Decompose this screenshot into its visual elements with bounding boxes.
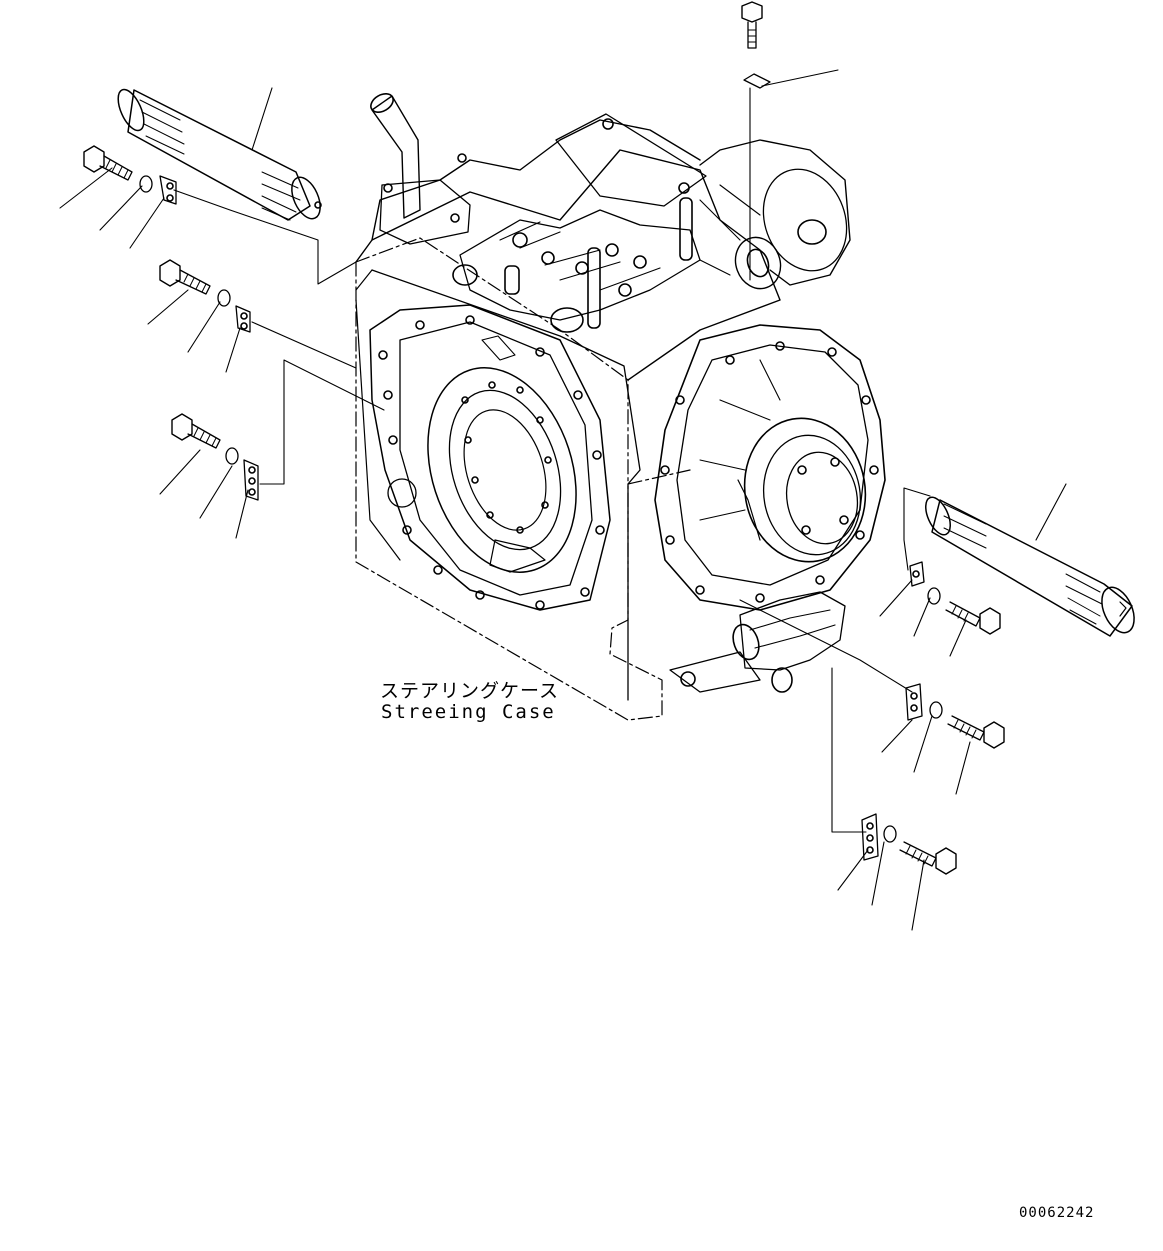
case-label-japanese: ステアリングケース	[380, 680, 560, 702]
fastener-set-5	[905, 683, 1005, 749]
case-label-english: Streeing Case	[381, 701, 556, 723]
shaft-right	[925, 496, 1135, 637]
shaft-left	[117, 88, 322, 221]
fastener-set-3	[171, 413, 259, 501]
fastener-set-1	[83, 145, 177, 205]
fastener-set-4	[909, 561, 1001, 635]
drawing-code: 00062242	[1019, 1205, 1095, 1221]
fastener-set-2	[159, 259, 251, 333]
fastener-top	[741, 1, 771, 89]
fastener-set-6	[861, 813, 957, 875]
leader-lines	[59, 69, 1067, 931]
steering-case	[355, 93, 886, 721]
